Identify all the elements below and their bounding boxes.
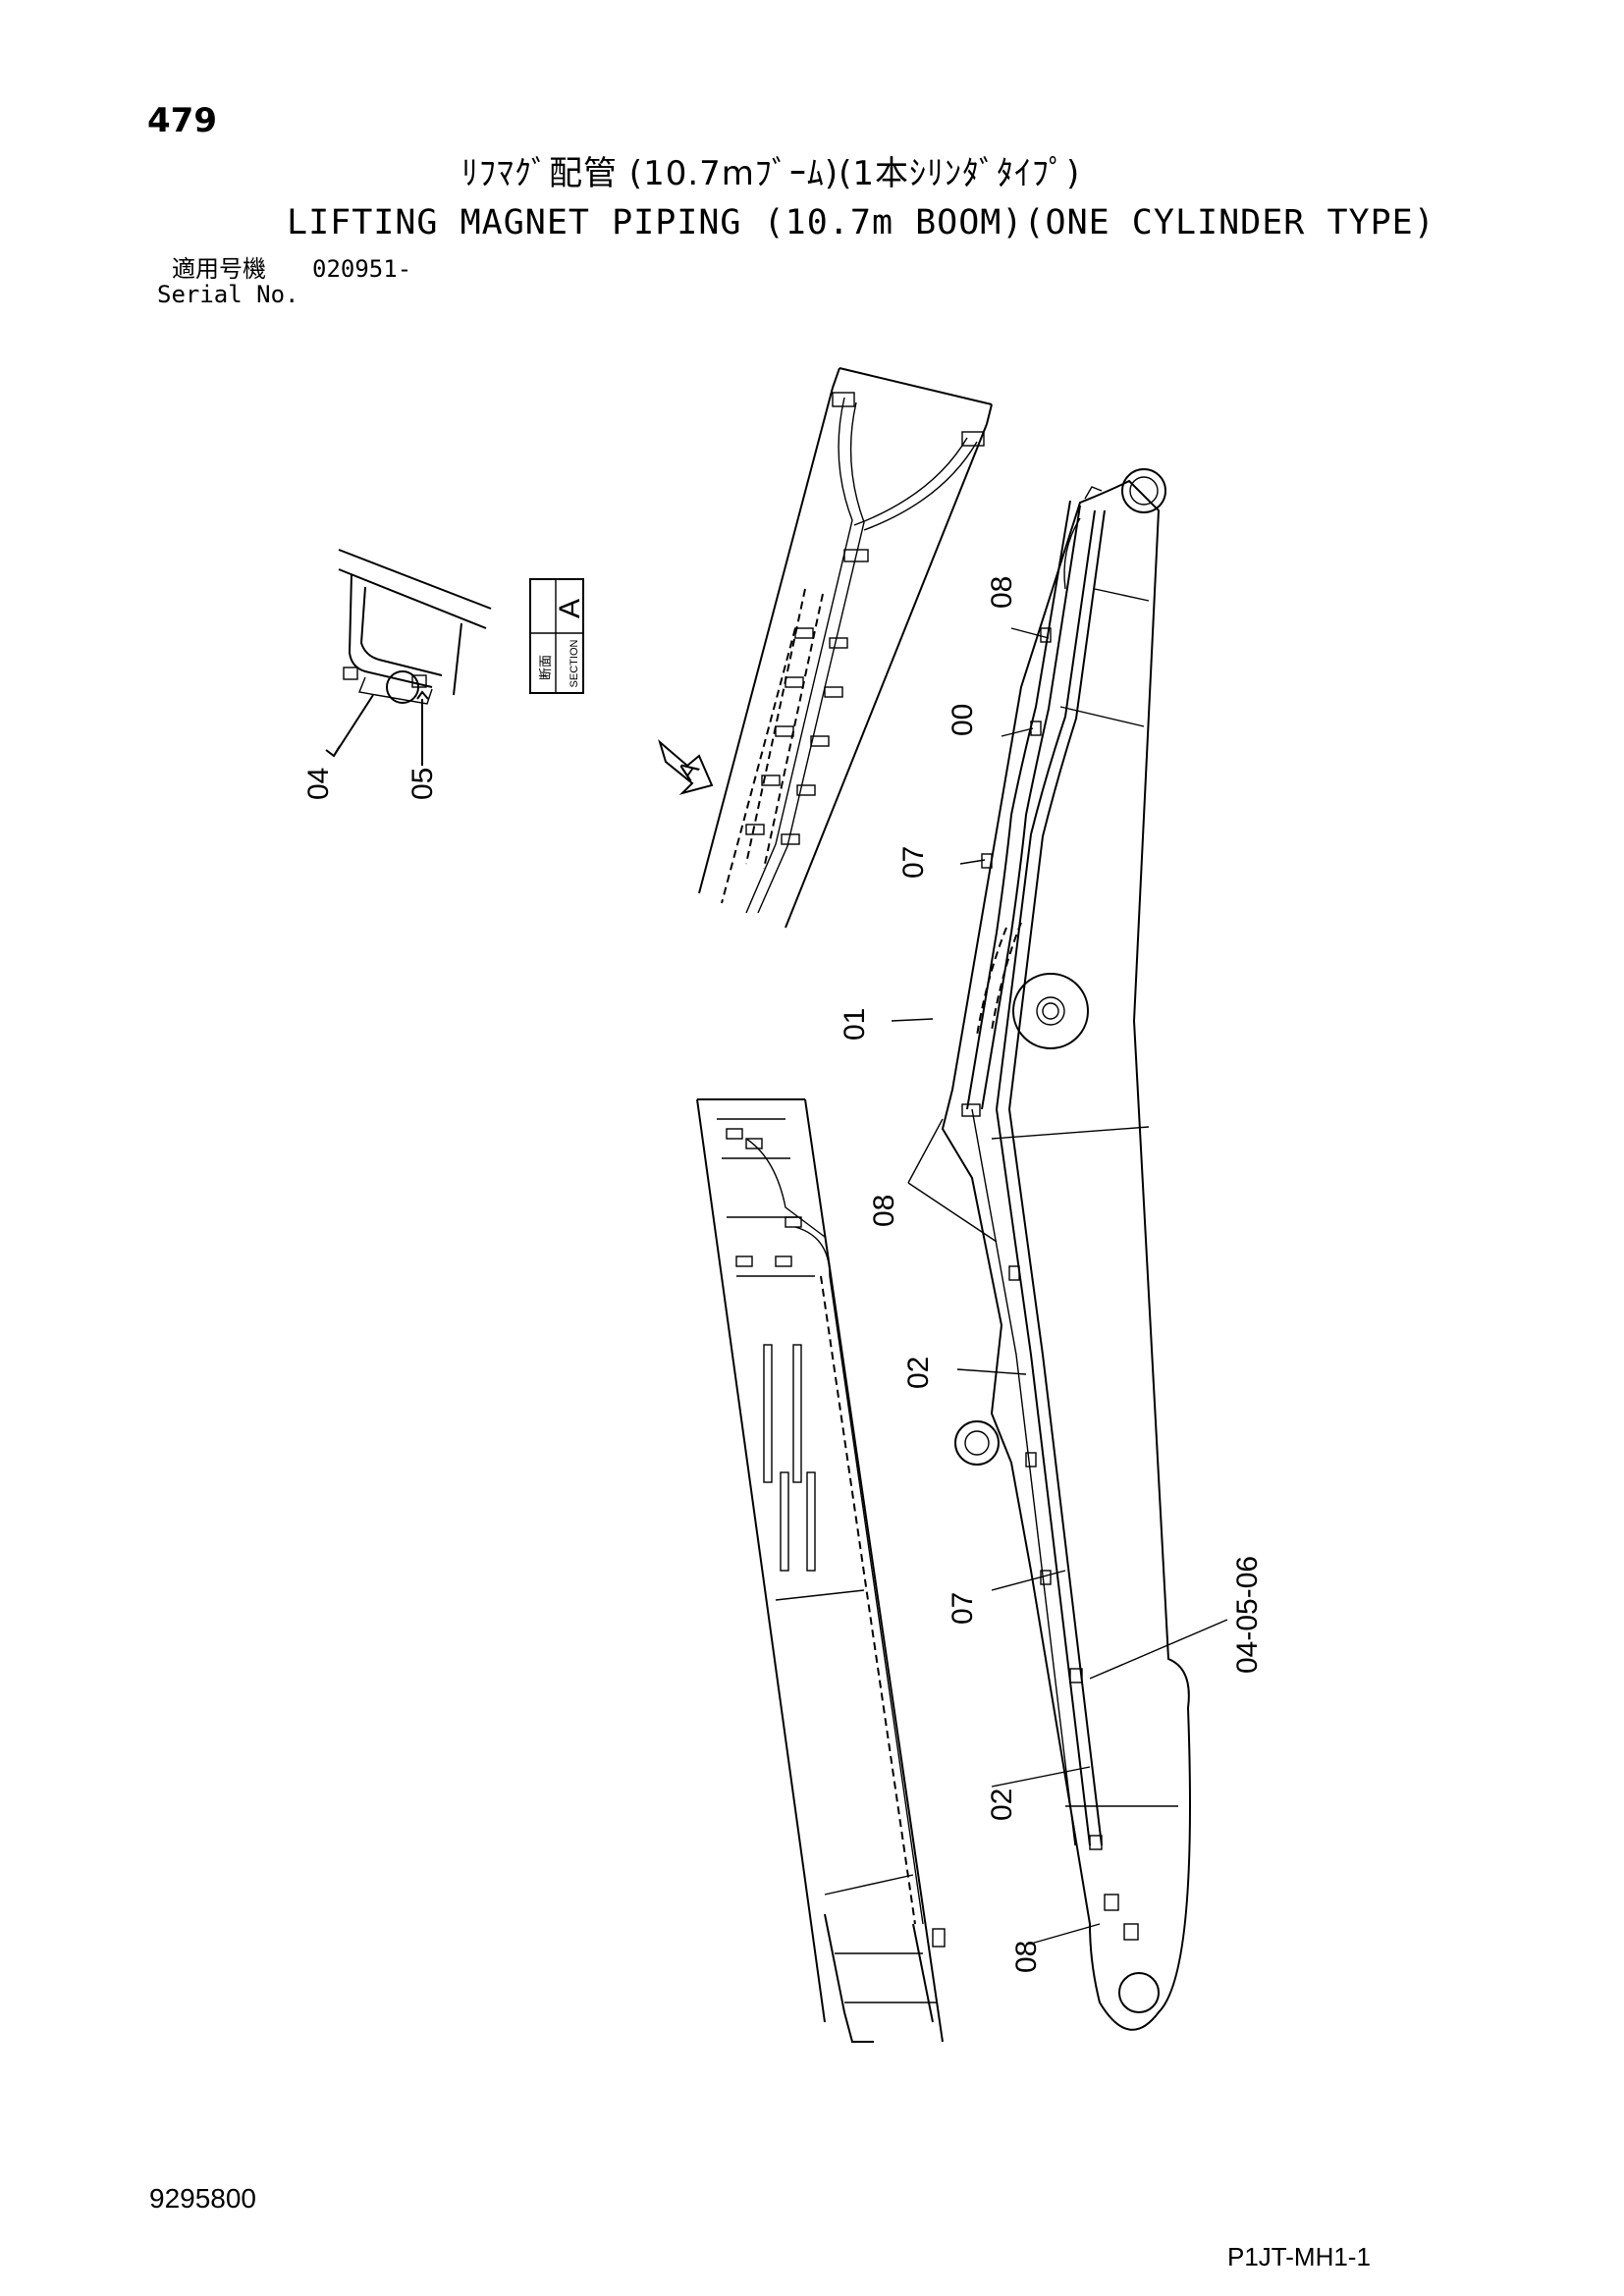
- callout-01: 01: [839, 1008, 871, 1041]
- page-number: 479: [147, 101, 217, 140]
- boom-tip-detail-view: [698, 367, 993, 929]
- callout-00: 00: [947, 704, 979, 736]
- title-japanese: ﾘﾌﾏｸﾞ配管 (10.7mﾌﾞｰﾑ)(1本ｼﾘﾝﾀﾞﾀｲﾌﾟ): [461, 154, 1081, 193]
- section-a-detail: 04 05: [302, 549, 492, 800]
- boom-base-detail-view: [696, 1098, 946, 2043]
- section-label-english: SECTION: [568, 640, 580, 688]
- section-a-box: A 断面 SECTION: [529, 578, 586, 694]
- callout-04-section: 04: [302, 768, 335, 800]
- callout-04-05-06: 04-05-06: [1231, 1556, 1264, 1674]
- callout-08-mid: 08: [868, 1195, 900, 1227]
- callout-02-lower: 02: [986, 1789, 1018, 1821]
- callout-05-section: 05: [406, 768, 439, 800]
- callout-07-lower: 07: [947, 1592, 979, 1625]
- section-label-japanese: 断面: [539, 655, 554, 680]
- boom-foot-pin: [1118, 1972, 1160, 2013]
- serial-number-value: 020951-: [312, 255, 412, 283]
- document-number: 9295800: [149, 2183, 257, 2214]
- boom-tip-pin: [1121, 468, 1166, 513]
- serial-label-english: Serial No.: [157, 281, 299, 308]
- cylinder-mount: [1012, 973, 1089, 1049]
- boom-main-view: [941, 468, 1191, 2031]
- section-letter: A: [554, 599, 586, 618]
- title-english: LIFTING MAGNET PIPING (10.7m BOOM)(ONE C…: [287, 203, 1435, 242]
- view-arrow-a: A: [658, 739, 714, 795]
- callout-02-upper: 02: [902, 1357, 935, 1389]
- callout-08-top: 08: [986, 576, 1018, 609]
- callout-leaders: [891, 627, 1228, 1945]
- serial-label-japanese: 適用号機: [172, 255, 266, 283]
- callout-08-bottom: 08: [1010, 1941, 1043, 1973]
- callout-07-upper: 07: [897, 846, 930, 879]
- page-code: P1JT-MH1-1: [1227, 2242, 1371, 2271]
